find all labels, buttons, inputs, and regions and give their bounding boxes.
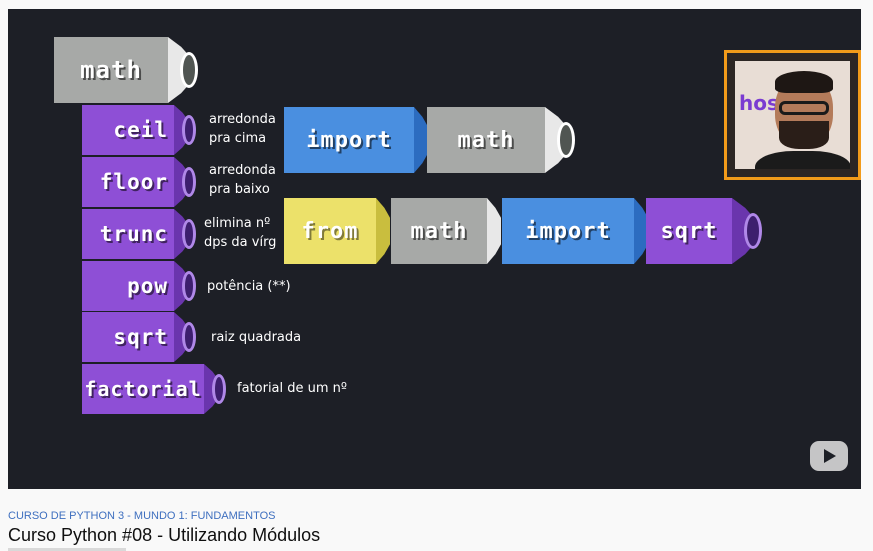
webcam-overlay: hos [724, 50, 861, 180]
trunc-desc: elimina nº dps da vírg [204, 216, 277, 250]
video-title: Curso Python #08 - Utilizando Módulos [8, 525, 321, 545]
sqrt-desc: raiz quadrada [211, 330, 302, 345]
from-block: from [284, 198, 390, 264]
factorial-block: factorial [82, 364, 226, 414]
floor-label: floor [82, 157, 174, 207]
math-block-label: math [54, 37, 168, 103]
video-player[interactable]: math ceil arredonda pra cima floor arred… [8, 9, 861, 489]
floor-block: floor [82, 157, 196, 207]
import-label: import [284, 107, 414, 173]
math-block-row1: math [427, 107, 575, 173]
math-block: math [54, 37, 198, 103]
import-block-row2: import [502, 198, 648, 264]
sqrt-block-row2: sqrt [646, 198, 762, 264]
pow-desc: potência (**) [207, 279, 291, 294]
math-label-row1: math [427, 107, 545, 173]
ceil-desc: arredonda pra cima [209, 112, 276, 146]
playlist-label[interactable]: CURSO DE PYTHON 3 - MUNDO 1: FUNDAMENTOS [8, 510, 276, 522]
youtube-play-icon[interactable] [810, 441, 848, 471]
factorial-label: factorial [82, 364, 204, 414]
math-label-row2: math [391, 198, 487, 264]
ceil-block: ceil [82, 105, 196, 155]
floor-desc: arredonda pra baixo [209, 163, 276, 197]
math-block-row2: math [391, 198, 501, 264]
import-label-row2: import [502, 198, 634, 264]
trunc-label: trunc [82, 209, 174, 259]
presenter-image: hos [735, 61, 850, 169]
sqrt-label-row2: sqrt [646, 198, 732, 264]
divider [8, 548, 126, 551]
trunc-block: trunc [82, 209, 196, 259]
pow-block: pow [82, 261, 196, 311]
factorial-desc: fatorial de um nº [237, 381, 348, 396]
ceil-label: ceil [82, 105, 174, 155]
channel-logo-text: hos [739, 91, 779, 115]
from-label: from [284, 198, 376, 264]
pow-label: pow [82, 261, 174, 311]
sqrt-block: sqrt [82, 312, 196, 362]
import-block: import [284, 107, 428, 173]
sqrt-label: sqrt [82, 312, 174, 362]
